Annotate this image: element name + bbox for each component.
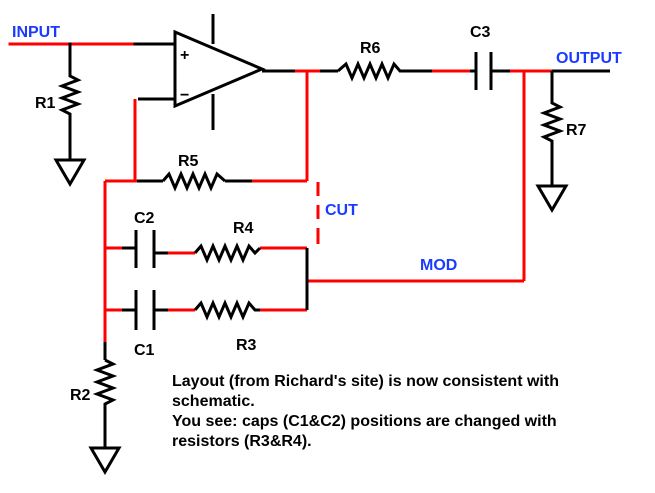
capacitor-c3 [470, 52, 510, 90]
r6-label: R6 [360, 40, 381, 57]
r7-label: R7 [566, 122, 587, 139]
node-wires [137, 179, 309, 310]
opamp-minus-sign: − [180, 87, 189, 104]
note-line-1: Layout (from Richard's site) is now cons… [172, 373, 559, 390]
note-line-3: You see: caps (C1&C2) positions are chan… [172, 413, 557, 430]
opamp [138, 14, 266, 130]
opamp-plus-sign: + [180, 47, 189, 64]
r4-label: R4 [233, 220, 254, 237]
ground-symbol-r7 [535, 184, 569, 213]
input-label: INPUT [12, 24, 60, 41]
note-line-2: schematic. [172, 393, 255, 410]
resistor-r1 [57, 70, 83, 160]
r3-label: R3 [236, 337, 257, 354]
resistor-r3 [193, 299, 260, 321]
r5-label: R5 [178, 153, 199, 170]
r1-label: R1 [35, 95, 56, 112]
explanation-note: Layout (from Richard's site) is now cons… [172, 372, 652, 452]
mod-label: MOD [420, 257, 457, 274]
resistor-r4 [193, 242, 262, 264]
resistor-r5 [161, 170, 226, 192]
input-wire [8, 42, 177, 72]
capacitor-c1 [122, 290, 168, 330]
capacitor-c2 [122, 230, 168, 268]
ground-symbol-r2 [88, 446, 122, 475]
c3-label: C3 [470, 24, 491, 41]
c2-label: C2 [134, 210, 155, 227]
resistor-r6 [337, 60, 432, 82]
ground-symbol-r1 [53, 158, 87, 187]
resistor-r7 [539, 97, 565, 186]
output-label: OUTPUT [556, 50, 622, 67]
cut-label: CUT [325, 202, 358, 219]
output-wire [510, 69, 610, 281]
note-line-4: resistors (R3&R4). [172, 433, 312, 450]
r2-label: R2 [70, 387, 91, 404]
feedback-wires [103, 71, 524, 342]
resistor-r2 [92, 342, 118, 448]
c1-label: C1 [134, 342, 155, 359]
